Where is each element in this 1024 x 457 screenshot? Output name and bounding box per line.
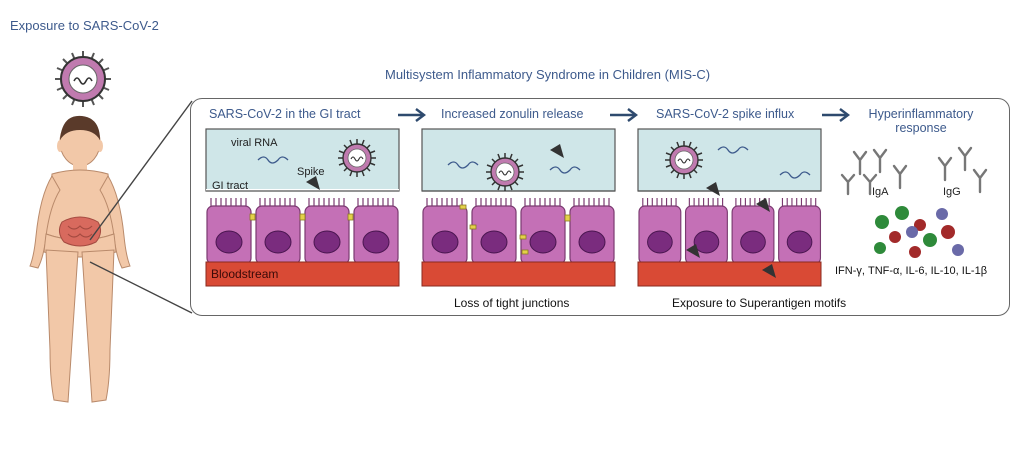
panel2-title: Increased zonulin release	[441, 107, 584, 121]
cytokines-label: IFN-γ, TNF-α, IL-6, IL-10, IL-1β	[835, 265, 988, 277]
panel1-title: SARS-CoV-2 in the GI tract	[209, 107, 361, 121]
panel3-caption: Exposure to Superantigen motifs	[672, 296, 847, 310]
viral-rna-label: viral RNA	[231, 137, 278, 149]
panel4-title-line1: Hyperinflammatory	[868, 107, 974, 121]
panel4-title-line2: response	[895, 121, 947, 135]
bloodstream-label: Bloodstream	[211, 267, 279, 281]
panel2-caption: Loss of tight junctions	[454, 296, 570, 310]
mis-c-panel-box	[190, 98, 1010, 316]
spike-label: Spike	[297, 166, 325, 178]
panel3-title: SARS-CoV-2 spike influx	[656, 107, 795, 121]
main-title: Multisystem Inflammatory Syndrome in Chi…	[385, 67, 711, 82]
child-figure	[29, 115, 131, 403]
virus-icon	[55, 51, 111, 107]
igg-label: IgG	[943, 186, 961, 198]
panel4-title: Hyperinflammatory response	[861, 107, 981, 135]
gi-tract-label: GI tract	[212, 180, 249, 192]
iga-label: IgA	[872, 186, 889, 198]
exposure-label: Exposure to SARS-CoV-2	[10, 18, 159, 33]
